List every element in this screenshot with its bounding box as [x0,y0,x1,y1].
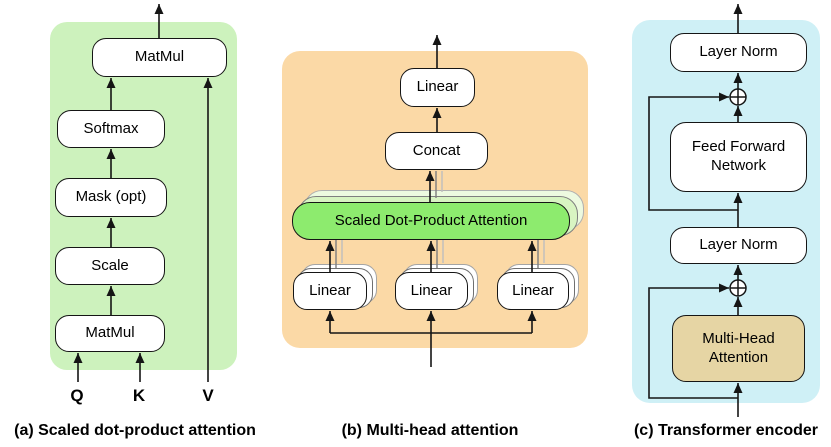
node-matmul-qk: MatMul [55,315,165,352]
node-feed-forward-network: Feed Forward Network [670,122,807,192]
node-matmul-output: MatMul [92,38,227,77]
label-k: K [132,386,146,405]
label-q: Q [70,386,84,405]
caption-c: (c) Transformer encoder [633,422,819,439]
caption-b: (b) Multi-head attention [341,422,519,439]
node-softmax: Softmax [57,110,165,148]
node-layer-norm-top: Layer Norm [670,33,807,72]
node-concat: Concat [385,132,488,170]
node-mask: Mask (opt) [55,178,167,217]
node-scale: Scale [55,247,165,285]
node-multi-head-attention: Multi-Head Attention [672,315,805,382]
caption-a: (a) Scaled dot-product attention [14,422,256,439]
label-v: V [202,386,214,405]
node-linear-out: Linear [400,68,475,107]
node-layer-norm-mid: Layer Norm [670,227,807,264]
node-scaled-dot-product-attention: Scaled Dot-Product Attention [292,202,570,240]
node-linear-mid: Linear [395,272,468,310]
node-linear-right: Linear [497,272,569,310]
node-linear-left: Linear [293,272,367,310]
